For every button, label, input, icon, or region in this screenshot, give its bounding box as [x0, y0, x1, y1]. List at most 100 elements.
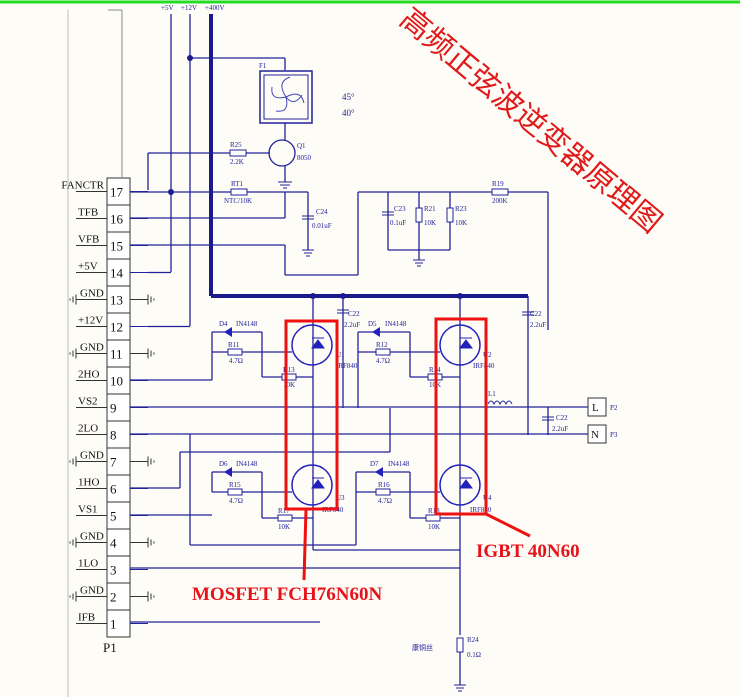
mosfet-pointer	[302, 508, 308, 581]
d6-ref: D6	[219, 460, 228, 468]
ground-icon	[69, 294, 155, 305]
r23-ref: R23	[455, 205, 467, 213]
c22c-val: 2.2uF	[552, 425, 568, 433]
fan-temp-high: 45°	[342, 92, 355, 102]
l1-ref: L1	[488, 390, 496, 398]
p2-pin: L	[592, 402, 599, 414]
r15-val: 4.7Ω	[229, 497, 243, 505]
u1-ref: U1	[336, 351, 345, 359]
pin-label: VS1	[78, 504, 98, 516]
c22b-val: 2.2uF	[530, 321, 546, 329]
q1-val: 8050	[297, 154, 312, 162]
igbt-highlight-box	[434, 317, 488, 516]
ground-icon	[454, 684, 466, 692]
c23-val: 0.1uF	[390, 219, 406, 227]
terminal-p2	[587, 397, 607, 417]
pin-label: 2LO	[78, 423, 98, 435]
pin-label: 2HO	[78, 369, 99, 381]
r25-val: 2.2K	[230, 158, 244, 166]
pin-label: GND	[80, 288, 104, 300]
r24-note: 康铜丝	[412, 643, 433, 652]
r13-ref: R13	[283, 366, 295, 374]
pin-number: 11	[110, 347, 123, 362]
terminal-p3	[587, 424, 607, 444]
pin-number: 17	[110, 185, 124, 200]
pin-number: 1	[110, 617, 117, 632]
c22a-val: 2.2uF	[344, 321, 360, 329]
ground-icon	[69, 591, 155, 602]
r19-val: 200K	[492, 197, 508, 205]
r16-ref: R16	[378, 481, 390, 489]
d4-ref: D4	[219, 320, 228, 328]
r15-ref: R15	[229, 481, 241, 489]
mosfet-highlight-box	[284, 319, 339, 511]
rt1-val: NTC/10K	[224, 197, 252, 205]
pin-number: 6	[110, 482, 117, 497]
pin-label: +5V	[78, 261, 98, 273]
pin-number: 12	[110, 320, 123, 335]
r25-ref: R25	[230, 141, 242, 149]
d7-val: IN4148	[388, 460, 410, 468]
d5-val: IN4148	[385, 320, 407, 328]
connector-name: P1	[103, 640, 117, 655]
rail-label-5v: +5V	[161, 4, 174, 12]
pin-number: 5	[110, 509, 117, 524]
r18-ref: R18	[428, 507, 440, 515]
mosfet-annotation: MOSFET FCH76N60N	[192, 584, 382, 605]
pin-label: VS2	[78, 396, 98, 408]
r23-val: 10K	[455, 219, 467, 227]
fan-f1: F1 45° 40° Q1 8050 R25 2.2K	[147, 62, 355, 190]
pin-number: 4	[110, 536, 117, 551]
u3-ref: U3	[336, 494, 345, 502]
ground-icon	[69, 537, 155, 548]
pin-number: 10	[110, 374, 123, 389]
pin-number: 14	[110, 266, 124, 281]
r12-ref: R12	[376, 341, 388, 349]
r21-ref: R21	[424, 205, 436, 213]
transistor-q1	[268, 139, 296, 167]
r24-ref: R24	[467, 636, 479, 644]
c23-ref: C23	[394, 205, 406, 213]
r16-val: 4.7Ω	[378, 497, 392, 505]
u1-val: IRF840	[336, 362, 358, 370]
pin-number: 7	[110, 455, 117, 470]
pin-number: 16	[110, 212, 124, 227]
p3-pin: N	[591, 429, 599, 441]
r11-val: 4.7Ω	[229, 357, 243, 365]
c22c-ref: C22	[556, 414, 568, 422]
resistor-r24	[456, 637, 464, 653]
fan-icon	[271, 76, 305, 112]
pin-label: GND	[80, 450, 104, 462]
r12-val: 4.7Ω	[376, 357, 390, 365]
connector-p1: 17FANCTR16TFB15VFB14+5V13GND12+12V11GND1…	[61, 177, 155, 655]
inductor-l1	[487, 400, 513, 406]
ground-icon	[302, 249, 314, 257]
rt1-ref: RT1	[231, 180, 244, 188]
ground-icon	[69, 456, 155, 467]
c24-val: 0.01uF	[312, 222, 332, 230]
pin-label: GND	[80, 531, 104, 543]
pin-label: GND	[80, 585, 104, 597]
igbt-pointer	[485, 512, 531, 538]
feedback-network: RT1 NTC/10K C24 0.01uF R19 200K C23 0.1u…	[130, 180, 549, 330]
rail-label-12v: +12V	[181, 4, 197, 12]
r17-val: 10K	[278, 523, 290, 531]
pin-label: 1HO	[78, 477, 99, 489]
u4-ref: U4	[483, 494, 492, 502]
d7-ref: D7	[370, 460, 379, 468]
r13-val: 10K	[283, 381, 295, 389]
u2-val: IRF840	[473, 362, 495, 370]
rail-label-400v: +400V	[205, 4, 225, 12]
c22b-ref: C22	[530, 310, 542, 318]
pin-label: FANCTR	[61, 180, 104, 192]
ground-icon	[69, 348, 155, 359]
q1-ref: Q1	[297, 142, 306, 150]
pin-number: 3	[110, 563, 117, 578]
pin-number: 13	[110, 293, 123, 308]
power-rails: +5V +12V +400V	[161, 4, 528, 326]
fan-ref: F1	[259, 62, 267, 70]
